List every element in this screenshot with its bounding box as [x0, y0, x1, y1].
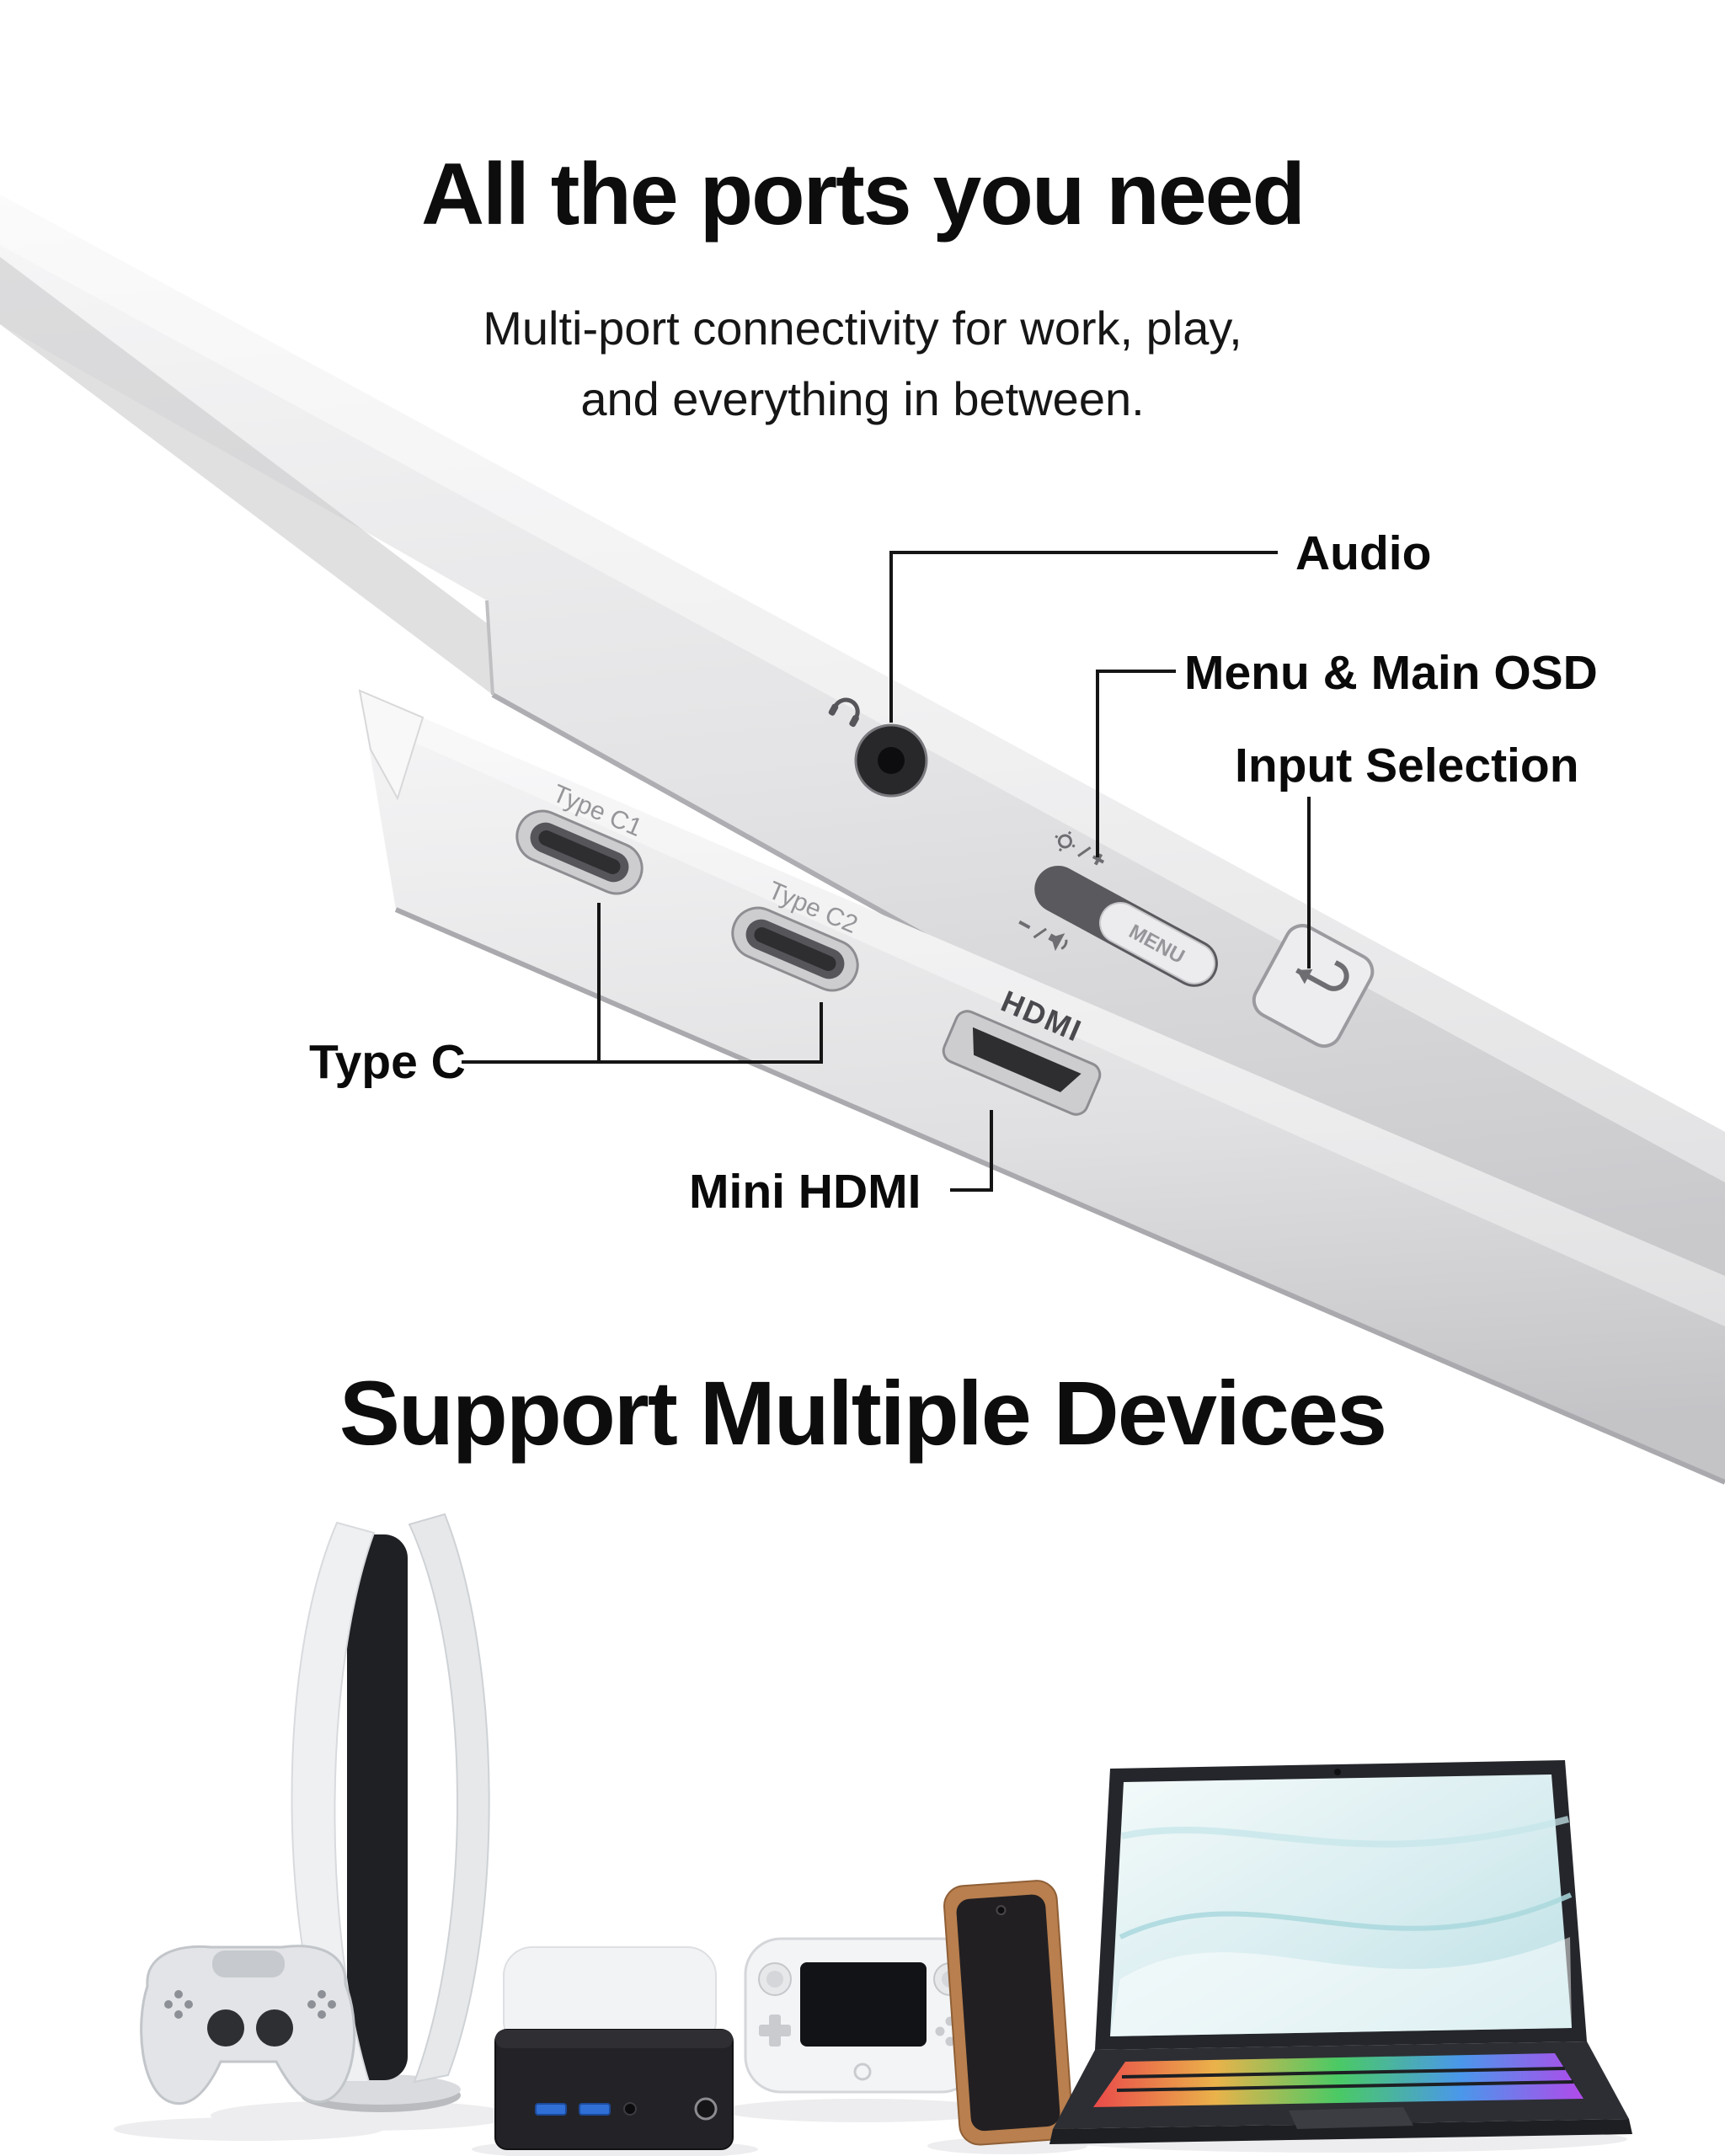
audio-jack: [854, 723, 928, 798]
page-title: All the ports you need: [420, 146, 1306, 243]
callout-type-c: Type C: [309, 1035, 466, 1089]
callout-mini-hdmi: Mini HDMI: [689, 1165, 921, 1219]
callout-lines: [462, 551, 1311, 1192]
brightness-plus-icon: [1055, 830, 1105, 866]
handheld-gamepad: [744, 1937, 979, 2094]
callout-input-selection: Input Selection: [1235, 739, 1579, 792]
smartphone: [943, 1880, 1073, 2146]
input-selection-button: [1252, 924, 1375, 1049]
callout-line-mini-hdmi: [950, 1110, 993, 1192]
callout-line-menu-osd: [1096, 670, 1176, 857]
callout-line-type-c: [462, 1002, 823, 1064]
callout-menu-osd: Menu & Main OSD: [1184, 646, 1598, 700]
mini-pc: [494, 1946, 734, 2150]
section-devices-title: Support Multiple Devices: [339, 1362, 1387, 1464]
volume-minus-icon: [1018, 920, 1068, 952]
back-arrow-icon: [1295, 960, 1349, 991]
subtitle-line-2: and everything in between.: [580, 372, 1145, 425]
laptop: [1049, 1760, 1632, 2144]
subtitle-line-1: Multi-port connectivity for work, play,: [483, 302, 1242, 355]
callout-audio: Audio: [1295, 526, 1432, 580]
menu-slider: MENU: [1018, 830, 1218, 987]
game-controller: [140, 1945, 356, 2105]
page-subtitle: Multi-port connectivity for work, play, …: [0, 293, 1725, 435]
headphone-icon: [828, 697, 860, 728]
devices-illustration: [114, 1513, 1632, 2156]
type-c1-port: Type C1: [515, 780, 646, 895]
game-console: [291, 1513, 490, 2112]
type-c2-port: Type C2: [731, 877, 862, 992]
callout-line-audio: [889, 551, 1278, 723]
